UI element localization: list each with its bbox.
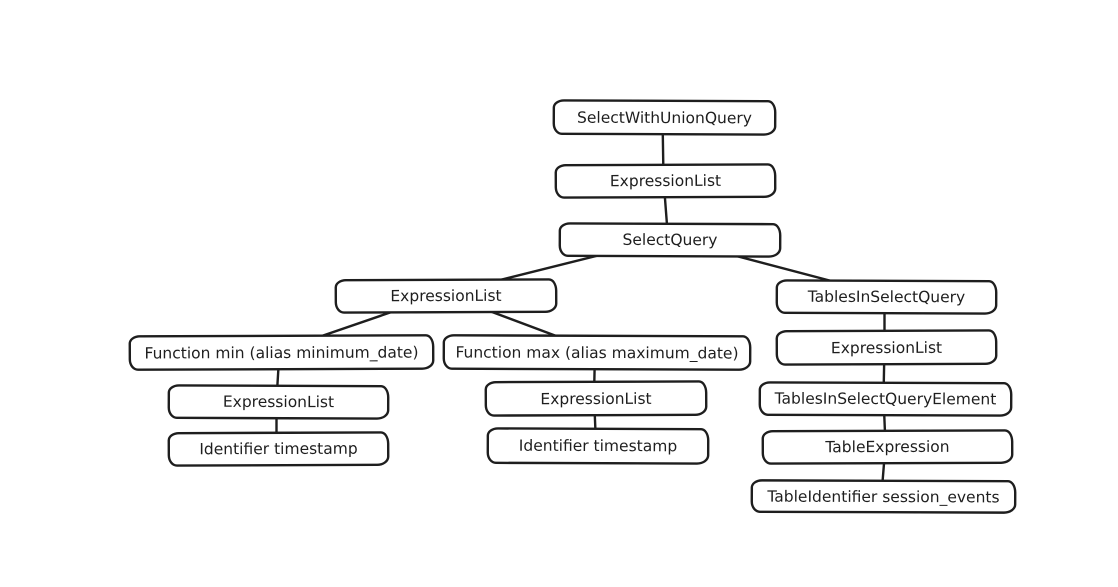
node-label: Identifier timestamp [199, 439, 358, 459]
node-label: TablesInSelectQuery [807, 287, 966, 307]
node-expression-list-top: ExpressionList [554, 163, 777, 199]
node-expression-list-max: ExpressionList [484, 380, 708, 417]
node-table-expression: TableExpression [761, 429, 1014, 465]
node-select-with-union-query: SelectWithUnionQuery [552, 99, 777, 136]
node-label: SelectQuery [622, 230, 718, 250]
node-identifier-timestamp-max: Identifier timestamp [486, 427, 710, 465]
node-label: SelectWithUnionQuery [577, 108, 752, 127]
node-expression-list-min: ExpressionList [167, 384, 390, 420]
node-identifier-timestamp-min: Identifier timestamp [167, 431, 390, 467]
node-label: ExpressionList [830, 338, 943, 357]
node-function-min: Function min (alias minimum_date) [128, 334, 435, 371]
node-label: TablesInSelectQueryElement [774, 389, 997, 409]
node-select-query: SelectQuery [558, 222, 782, 258]
node-function-max: Function max (alias maximum_date) [442, 334, 752, 371]
node-tables-in-select-query: TablesInSelectQuery [775, 279, 998, 315]
node-expression-list-left: ExpressionList [334, 278, 558, 314]
node-label: Identifier timestamp [518, 436, 678, 456]
node-label: Function min (alias minimum_date) [144, 343, 419, 362]
node-expression-list-right: ExpressionList [775, 329, 998, 366]
node-tables-in-select-query-element: TablesInSelectQueryElement [758, 381, 1013, 417]
node-label: TableExpression [825, 437, 950, 457]
node-label: ExpressionList [609, 171, 722, 191]
node-table-identifier-session-events: TableIdentifier session_events [750, 479, 1017, 514]
node-label: Function max (alias maximum_date) [455, 343, 739, 362]
node-label: ExpressionList [540, 389, 652, 408]
node-label: ExpressionList [222, 392, 335, 412]
node-label: ExpressionList [390, 286, 502, 306]
node-label: TableIdentifier session_events [767, 487, 1000, 506]
